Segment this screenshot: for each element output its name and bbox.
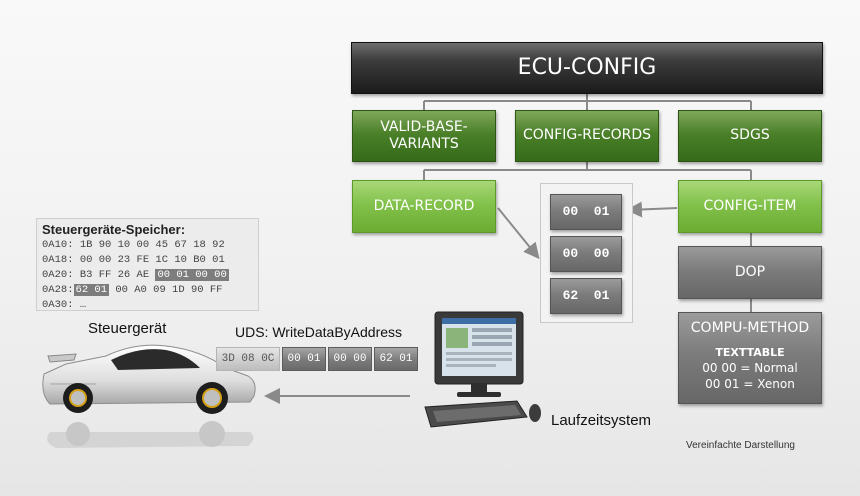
memory-line: 0A30: … — [42, 299, 87, 311]
config-item-box: CONFIG-ITEM — [678, 180, 822, 233]
ecu-config-box: ECU-CONFIG — [351, 42, 823, 94]
compu-method-box: COMPU-METHOD TEXTTABLE 00 00 = Normal 00… — [678, 312, 822, 404]
sdgs-box: SDGS — [678, 110, 822, 162]
data-record-arrow — [497, 207, 540, 260]
memory-line: 0A28:62 01 00 A0 09 1D 90 FF — [42, 284, 223, 296]
uds-label: UDS: WriteDataByAddress — [235, 324, 403, 340]
memory-highlight: 00 01 00 00 — [155, 269, 229, 281]
config-item-arrow — [626, 201, 678, 218]
data-record-box: DATA-RECORD — [352, 180, 496, 233]
ecu-config-label: ECU-CONFIG — [517, 55, 657, 81]
record-value-1: 00 01 — [550, 194, 622, 230]
uds-byte: 00 01 — [282, 347, 326, 371]
footnote: Vereinfachte Darstellung — [686, 440, 795, 451]
tree-lines — [423, 94, 752, 312]
dop-box: DOP — [678, 246, 822, 299]
memory-highlight: 62 01 — [73, 284, 110, 296]
laufzeitsystem-label: Laufzeitsystem — [551, 412, 652, 429]
record-value-3: 62 01 — [550, 278, 622, 314]
dop-label: DOP — [734, 263, 766, 280]
uds-byte-service: 3D 08 0C — [216, 347, 280, 371]
valid-base-variants-box: VALID-BASE- VARIANTS — [352, 110, 496, 162]
record-value-2: 00 00 — [550, 236, 622, 272]
car-icon — [42, 344, 256, 448]
memory-line: 0A20: B3 FF 26 AE 00 01 00 00 — [42, 269, 229, 281]
uds-byte: 62 01 — [374, 347, 418, 371]
memory-line: 0A10: 1B 90 10 00 45 67 18 92 — [42, 239, 225, 251]
steuergeraet-label: Steuergerät — [88, 320, 167, 337]
config-item-label: CONFIG-ITEM — [703, 197, 797, 214]
memory-line: 0A18: 00 00 23 FE 1C 10 B0 01 — [42, 254, 225, 266]
texttable-label: TEXTTABLE — [715, 345, 785, 359]
config-records-label: CONFIG-RECORDS — [522, 127, 652, 144]
config-records-box: CONFIG-RECORDS — [515, 110, 659, 162]
compu-method-title: COMPU-METHOD — [690, 320, 810, 336]
compu-entry-1: 00 00 = Normal — [702, 361, 798, 376]
valid-base-variants-label: VALID-BASE- VARIANTS — [380, 118, 468, 153]
computer-icon — [424, 311, 541, 428]
uds-byte: 00 00 — [328, 347, 372, 371]
sdgs-label: SDGS — [730, 127, 770, 144]
memory-title: Steuergeräte-Speicher: — [42, 222, 186, 237]
memory-panel: Steuergeräte-Speicher: 0A10: 1B 90 10 00… — [36, 218, 259, 311]
data-record-label: DATA-RECORD — [373, 197, 475, 214]
compu-entry-2: 00 01 = Xenon — [705, 377, 795, 392]
